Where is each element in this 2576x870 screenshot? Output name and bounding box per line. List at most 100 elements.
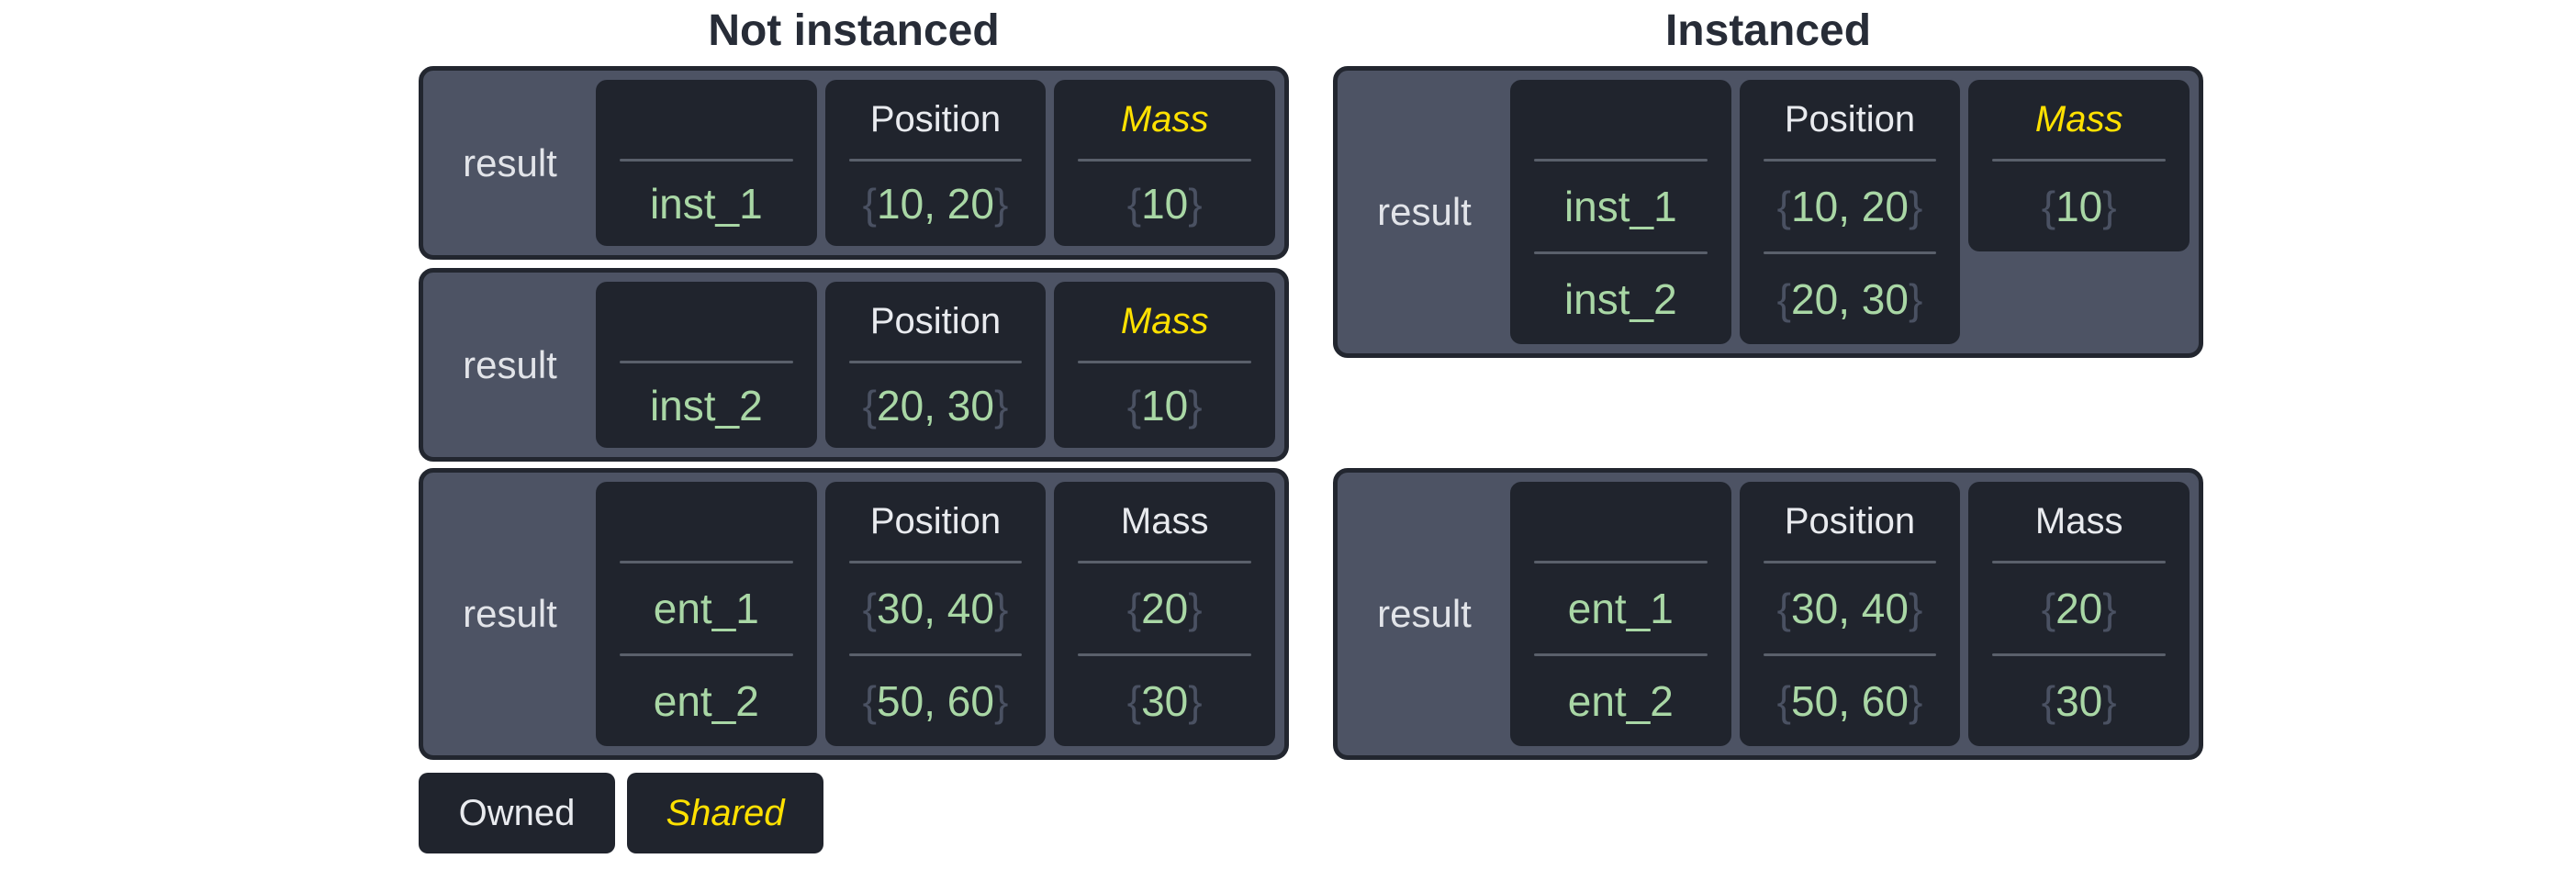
close-brace: } xyxy=(1188,382,1203,429)
open-brace: { xyxy=(1776,183,1792,230)
close-brace: } xyxy=(993,382,1009,429)
result-label: result xyxy=(463,342,557,386)
mass-row: {20} xyxy=(1054,563,1275,653)
divider xyxy=(848,653,1023,656)
mass-row: {10} xyxy=(1968,162,2190,251)
position-cell: Position {30, 40} {50, 60} xyxy=(1739,482,1961,746)
divider xyxy=(1992,561,2167,563)
mass-row: {20} xyxy=(1968,563,2190,653)
divider xyxy=(848,159,1023,162)
mass-cell: Mass {20} {30} xyxy=(1054,482,1276,746)
divider xyxy=(1534,653,1708,656)
open-brace: { xyxy=(1776,275,1792,323)
instanced-title: Instanced xyxy=(1664,6,1872,55)
entity-header xyxy=(596,482,817,561)
mass-cell: Mass {20} {30} xyxy=(1968,482,2190,746)
divider xyxy=(1078,159,1252,162)
position-row: {50, 60} xyxy=(1740,656,1961,746)
position-row: {30, 40} xyxy=(825,563,1047,653)
panel-not-instanced-3: result ent_1 ent_2 Position {30, 40} {50… xyxy=(419,468,1289,760)
mass-value: 30 xyxy=(2055,677,2103,725)
entity-row: ent_1 xyxy=(653,585,759,632)
position-value: 10, 20 xyxy=(1791,183,1909,230)
open-brace: { xyxy=(1776,677,1792,725)
position-value: 20, 30 xyxy=(1791,275,1909,323)
close-brace: } xyxy=(2102,585,2117,632)
position-header: Position xyxy=(869,300,1002,341)
open-brace: { xyxy=(2041,677,2056,725)
entity-row: ent_1 xyxy=(1567,585,1674,632)
divider xyxy=(620,561,793,563)
mass-row: {30} xyxy=(1968,656,2190,746)
position-cell: Position {10, 20} xyxy=(824,80,1047,246)
entity-header xyxy=(596,282,817,361)
position-header: Position xyxy=(1784,500,1916,541)
entity-row: inst_2 xyxy=(649,382,763,429)
open-brace: { xyxy=(1776,585,1792,632)
divider xyxy=(1992,159,2167,162)
close-brace: } xyxy=(1908,585,1923,632)
divider xyxy=(620,159,793,162)
position-value: 20, 30 xyxy=(877,382,994,429)
entity-row: inst_1 xyxy=(1563,183,1677,230)
divider xyxy=(1763,251,1937,254)
position-value: 50, 60 xyxy=(1791,677,1909,725)
close-brace: } xyxy=(993,180,1009,228)
mass-value: 10 xyxy=(1141,382,1189,429)
entity-cell: ent_1 ent_2 xyxy=(596,482,817,746)
entity-header xyxy=(1510,80,1731,159)
open-brace: { xyxy=(862,677,878,725)
mass-header: Mass xyxy=(2034,500,2123,541)
position-value: 30, 40 xyxy=(1791,585,1909,632)
position-header: Position xyxy=(869,98,1002,139)
result-label: result xyxy=(463,140,557,184)
divider xyxy=(848,561,1023,563)
mass-cell: Mass {10} xyxy=(1054,282,1276,448)
divider xyxy=(1078,653,1252,656)
divider xyxy=(620,361,793,363)
position-header: Position xyxy=(869,500,1002,541)
position-row: {20, 30} xyxy=(1740,254,1961,344)
entity-header xyxy=(1510,482,1731,561)
mass-cell: Mass {10} xyxy=(1054,80,1276,246)
entity-cell: inst_2 xyxy=(596,282,817,448)
close-brace: } xyxy=(1908,183,1923,230)
position-value: 30, 40 xyxy=(877,585,994,632)
position-row: {10, 20} xyxy=(1740,162,1961,251)
position-cell: Position {30, 40} {50, 60} xyxy=(824,482,1047,746)
close-brace: } xyxy=(1188,180,1203,228)
result-label: result xyxy=(1377,190,1472,233)
position-cell: Position {10, 20} {20, 30} xyxy=(1739,80,1961,344)
open-brace: { xyxy=(1126,585,1142,632)
mass-row: {10} xyxy=(1054,363,1275,448)
mass-header: Mass xyxy=(1120,98,1209,139)
panel-not-instanced-1: result inst_1 Position {10, 20} Mass {10… xyxy=(419,66,1289,260)
close-brace: } xyxy=(2102,183,2117,230)
open-brace: { xyxy=(1126,382,1142,429)
open-brace: { xyxy=(2041,183,2056,230)
mass-value: 30 xyxy=(1141,677,1189,725)
entity-row: ent_2 xyxy=(653,677,759,725)
mass-value: 20 xyxy=(1141,585,1189,632)
entity-cell: ent_1 ent_2 xyxy=(1510,482,1731,746)
position-header: Position xyxy=(1784,98,1916,139)
divider xyxy=(1763,653,1937,656)
mass-value: 20 xyxy=(2055,585,2103,632)
entity-cell: inst_1 inst_2 xyxy=(1510,80,1731,344)
not-instanced-title: Not instanced xyxy=(708,6,1000,55)
open-brace: { xyxy=(1126,180,1142,228)
open-brace: { xyxy=(2041,585,2056,632)
open-brace: { xyxy=(862,585,878,632)
position-cell: Position {20, 30} xyxy=(824,282,1047,448)
close-brace: } xyxy=(993,585,1009,632)
position-row: {20, 30} xyxy=(825,363,1047,448)
divider xyxy=(1534,561,1708,563)
divider xyxy=(848,361,1023,363)
position-value: 10, 20 xyxy=(877,180,994,228)
close-brace: } xyxy=(1908,677,1923,725)
mass-value: 10 xyxy=(1141,180,1189,228)
close-brace: } xyxy=(1908,275,1923,323)
mass-value: 10 xyxy=(2055,183,2103,230)
divider xyxy=(1763,159,1937,162)
position-row: {10, 20} xyxy=(825,162,1047,246)
